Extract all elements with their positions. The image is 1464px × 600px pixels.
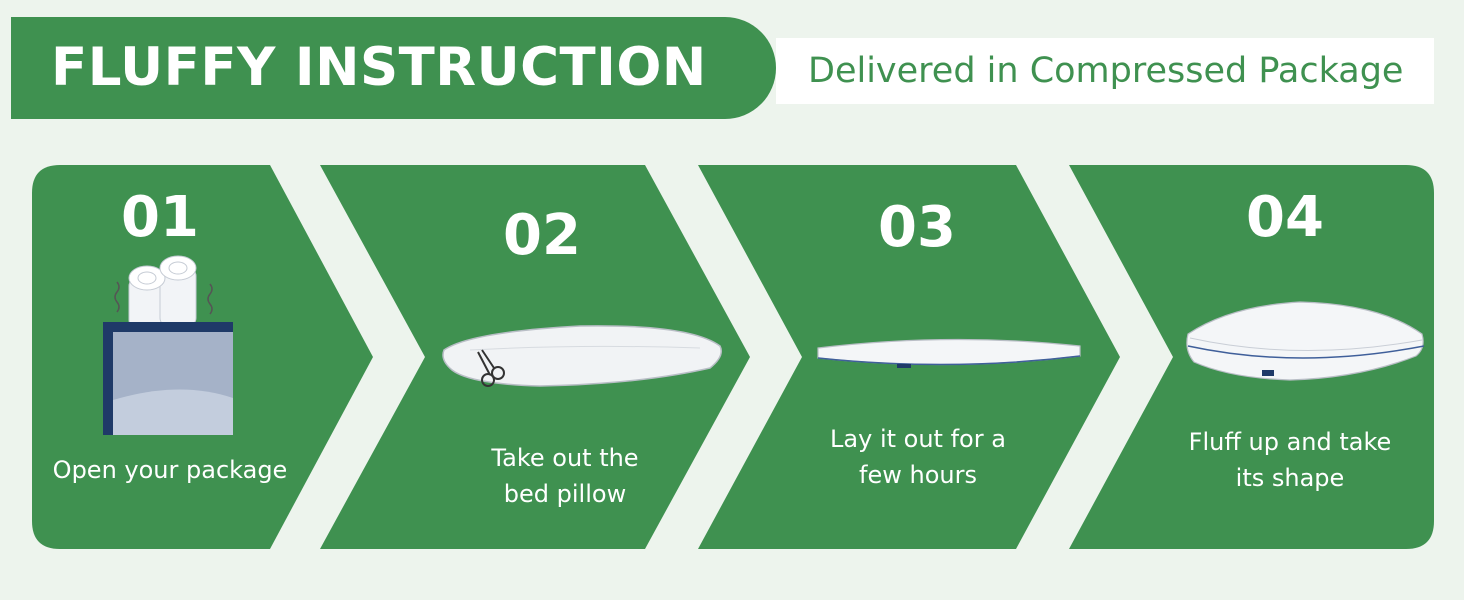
step-03-caption-line-1: Lay it out for a	[830, 425, 1006, 453]
page-subtitle: Delivered in Compressed Package	[808, 51, 1404, 91]
package-icon	[103, 255, 233, 435]
step-04-caption-line-2: its shape	[1236, 464, 1345, 492]
step-03-number: 03	[878, 195, 956, 260]
fluffy-pillow-icon	[1186, 301, 1425, 381]
step-03: 03 Lay it out for a few hours	[698, 165, 1120, 549]
pillow-with-scissors-icon	[442, 325, 722, 387]
flat-pillow-icon	[817, 338, 1081, 368]
step-01-number: 01	[121, 185, 199, 250]
step-03-caption-line-2: few hours	[859, 461, 977, 489]
step-04-number: 04	[1246, 185, 1324, 250]
step-04: 04 Fluff up and take its shape	[1069, 165, 1434, 549]
page-title: FLUFFY INSTRUCTION	[51, 37, 707, 98]
step-02-caption-line-2: bed pillow	[504, 480, 626, 508]
step-02-number: 02	[503, 203, 581, 268]
subtitle-box: Delivered in Compressed Package	[776, 38, 1434, 104]
step-02-caption-line-1: Take out the	[490, 444, 638, 472]
step-04-caption-line-1: Fluff up and take	[1189, 428, 1392, 456]
step-01-caption-line-1: Open your package	[53, 456, 288, 484]
step-01: 01 Open your package	[32, 165, 373, 549]
header-banner: FLUFFY INSTRUCTION	[11, 17, 776, 119]
step-02: 02 Take out the bed pillow	[320, 165, 750, 549]
